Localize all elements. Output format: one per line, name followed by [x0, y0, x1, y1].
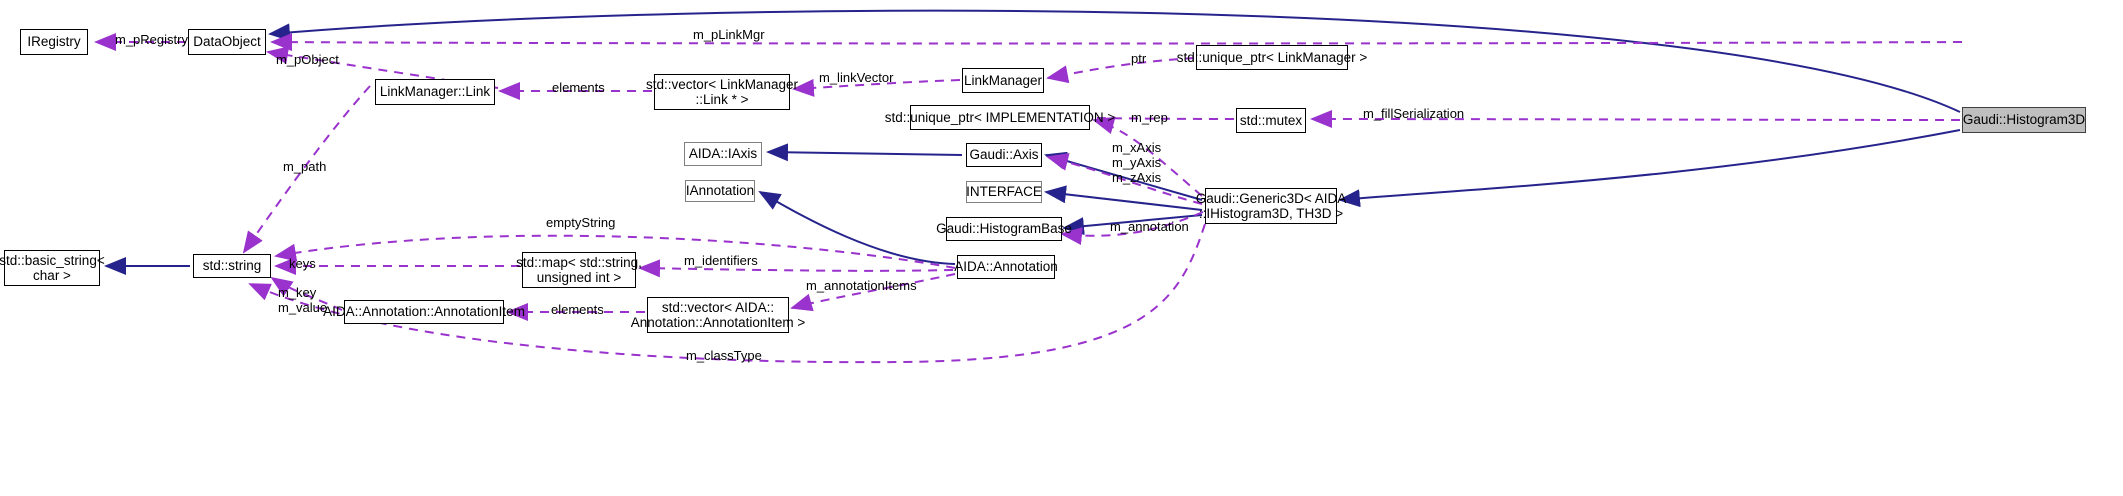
- edge-label-m-linkvector: m_linkVector: [819, 70, 894, 85]
- edge-label-m-identifiers: m_identifiers: [684, 253, 758, 268]
- edge-label-keys: keys: [289, 256, 316, 271]
- edge-label-m-classtype: m_classType: [686, 348, 762, 363]
- inheritance-edges: [104, 9, 1961, 275]
- edge-label-emptystring: emptyString: [546, 215, 616, 230]
- edge-label-m-pregistry: m_pRegistry: [115, 32, 188, 47]
- node-aida-annotation[interactable]: AIDA::Annotation: [954, 255, 1058, 279]
- edge-label-m-pobject: m_pObject: [276, 52, 339, 67]
- edge-label-m-annotation: m_annotation: [1110, 219, 1189, 234]
- node-annotation-item[interactable]: AIDA::Annotation::AnnotationItem: [323, 300, 525, 324]
- edge-label-m-key-m-value: m_key m_value: [278, 285, 328, 315]
- node-basic-string[interactable]: std::basic_string< char >: [0, 250, 105, 286]
- node-vector-linkmanager-link[interactable]: std::vector< LinkManager ::Link * >: [646, 74, 798, 110]
- node-vector-annotation-item[interactable]: std::vector< AIDA:: Annotation::Annotati…: [631, 297, 805, 333]
- node-gaudi-generic3d[interactable]: Gaudi::Generic3D< AIDA ::IHistogram3D, T…: [1196, 188, 1346, 224]
- node-interface[interactable]: INTERFACE: [966, 181, 1042, 203]
- edge-label-m-fillserialization: m_fillSerialization: [1363, 106, 1465, 121]
- node-iannotation[interactable]: IAnnotation: [685, 180, 755, 202]
- node-gaudi-axis[interactable]: Gaudi::Axis: [966, 143, 1042, 167]
- node-gaudi-histogrambase[interactable]: Gaudi::HistogramBase: [936, 217, 1072, 241]
- edge-label-m-path: m_path: [283, 159, 327, 174]
- edge-label-m-annotationitems: m_annotationItems: [806, 278, 917, 293]
- node-linkmanager[interactable]: LinkManager: [962, 68, 1044, 93]
- edge-label-elements-annotation: elements: [551, 302, 604, 317]
- node-dataobject[interactable]: DataObject: [188, 29, 266, 55]
- edge-label-m-plinkmgr: m_pLinkMgr: [693, 27, 765, 42]
- edge-label-ptr: ptr: [1131, 51, 1147, 66]
- node-map-string-uint[interactable]: std::map< std::string, unsigned int >: [516, 252, 642, 288]
- node-gaudi-histogram3d[interactable]: Gaudi::Histogram3D: [1962, 107, 2086, 133]
- edge-label-m-axes: m_xAxis m_yAxis m_zAxis: [1112, 140, 1162, 185]
- association-edges: [94, 33, 1963, 364]
- node-iregistry[interactable]: IRegistry: [20, 29, 88, 55]
- node-std-mutex[interactable]: std::mutex: [1236, 108, 1306, 133]
- node-unique-ptr-linkmanager[interactable]: std::unique_ptr< LinkManager >: [1177, 45, 1367, 70]
- node-unique-ptr-implementation[interactable]: std::unique_ptr< IMPLEMENTATION >: [885, 105, 1115, 130]
- node-aida-iaxis[interactable]: AIDA::IAxis: [684, 142, 762, 166]
- edge-label-elements-link: elements: [552, 80, 605, 95]
- node-linkmanager-link[interactable]: LinkManager::Link: [375, 79, 495, 105]
- edge-label-m-rep: m_rep: [1131, 110, 1168, 125]
- node-std-string[interactable]: std::string: [193, 254, 271, 278]
